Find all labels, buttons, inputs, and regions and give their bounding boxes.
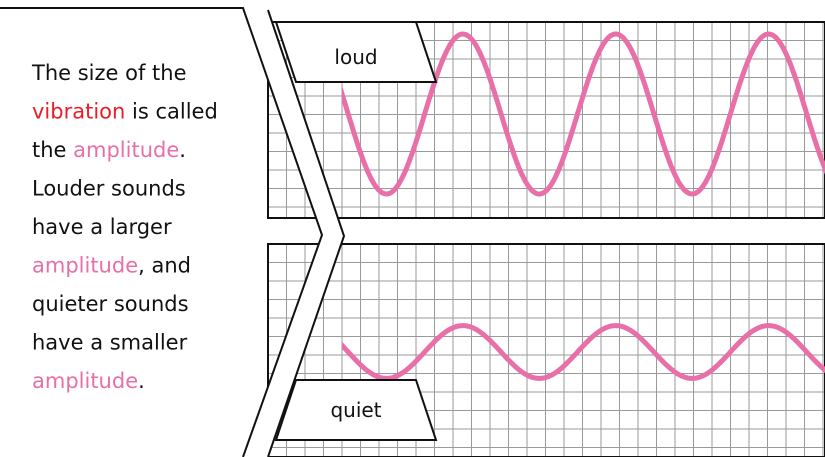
text-line: have a smaller	[32, 331, 188, 355]
text-line: The size of the	[31, 61, 187, 85]
chevron-gap	[243, 8, 344, 457]
highlight-word: amplitude	[32, 254, 138, 278]
text-line: amplitude, and	[32, 254, 191, 278]
text-panel-frame	[0, 7, 324, 457]
text-segment: , and	[138, 254, 191, 278]
text-segment: .	[138, 369, 145, 393]
highlight-word: amplitude	[73, 138, 179, 162]
text-segment: have a larger	[32, 215, 172, 239]
text-line: the amplitude.	[32, 138, 186, 162]
text-segment: quieter sounds	[32, 292, 189, 316]
text-segment: is called	[125, 100, 217, 124]
quiet-label: quiet	[330, 398, 381, 422]
text-segment: have a smaller	[32, 331, 188, 355]
quiet-wave	[342, 323, 825, 381]
highlight-word: amplitude	[32, 369, 138, 393]
text-line: quieter sounds	[32, 292, 189, 316]
amplitude-explanation: The size of the vibration is called the am…	[31, 61, 218, 393]
highlight-word: vibration	[32, 100, 125, 124]
text-line: Louder sounds	[32, 177, 186, 201]
text-line: have a larger	[32, 215, 172, 239]
loud-label: loud	[334, 45, 377, 69]
text-line: vibration is called	[32, 100, 218, 124]
loud-wave	[342, 31, 825, 197]
text-segment: the	[32, 138, 73, 162]
chevron-divider-outer	[267, 9, 346, 457]
text-segment: .	[179, 138, 186, 162]
text-segment: The size of the	[31, 61, 187, 85]
grid-border	[267, 243, 825, 457]
quiet-label-box: quiet	[274, 379, 438, 441]
loud-label-box: loud	[274, 21, 438, 83]
text-segment: Louder sounds	[32, 177, 186, 201]
grid-border	[267, 21, 825, 219]
text-line: amplitude.	[32, 369, 145, 393]
